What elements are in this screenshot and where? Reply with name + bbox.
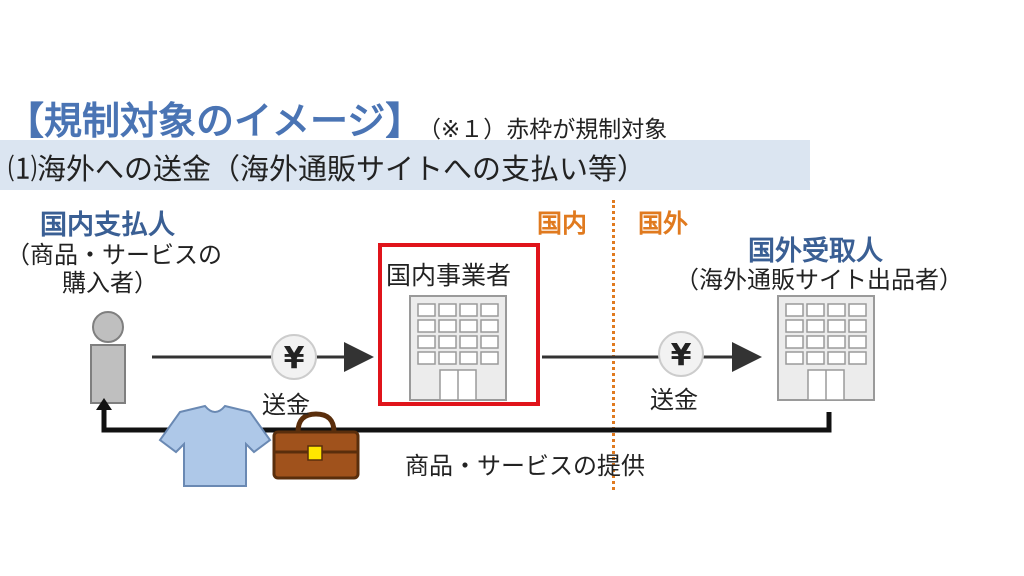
domestic-business-label: 国内事業者 (386, 261, 512, 290)
person-icon (90, 311, 126, 404)
remittance-label-left: 送金 (262, 391, 310, 419)
tshirt-icon (158, 404, 272, 487)
yen-symbol-left: ¥ (284, 341, 305, 376)
section-label: ⑴海外への送金（海外通販サイトへの支払い等） (8, 152, 647, 186)
payer-subtitle-line2: 購入者） (62, 269, 158, 297)
yen-symbol-right: ¥ (671, 338, 692, 373)
goods-return-arrow (96, 398, 832, 433)
diagram-note: （※１）赤枠が規制対象 (418, 117, 668, 143)
payer-subtitle-line1: （商品・サービスの (6, 241, 222, 269)
yen-coin-icon-right: ¥ (658, 331, 704, 377)
yen-coin-icon-left: ¥ (271, 334, 317, 380)
receiver-heading: 国外受取人 (748, 236, 883, 267)
diagram-title: 【規制対象のイメージ】 (6, 99, 424, 143)
section-bar (0, 140, 810, 190)
region-border-line (612, 200, 615, 490)
building-icon-domestic (409, 295, 507, 401)
receiver-subtitle: （海外通販サイト出品者） (675, 266, 963, 294)
goods-services-label: 商品・サービスの提供 (405, 452, 645, 480)
building-icon-foreign (777, 295, 875, 401)
region-foreign-label: 国外 (638, 209, 689, 238)
payer-heading: 国内支払人 (40, 210, 175, 241)
region-domestic-label: 国内 (537, 209, 588, 238)
bag-icon (272, 411, 360, 480)
remittance-label-right: 送金 (650, 386, 698, 414)
